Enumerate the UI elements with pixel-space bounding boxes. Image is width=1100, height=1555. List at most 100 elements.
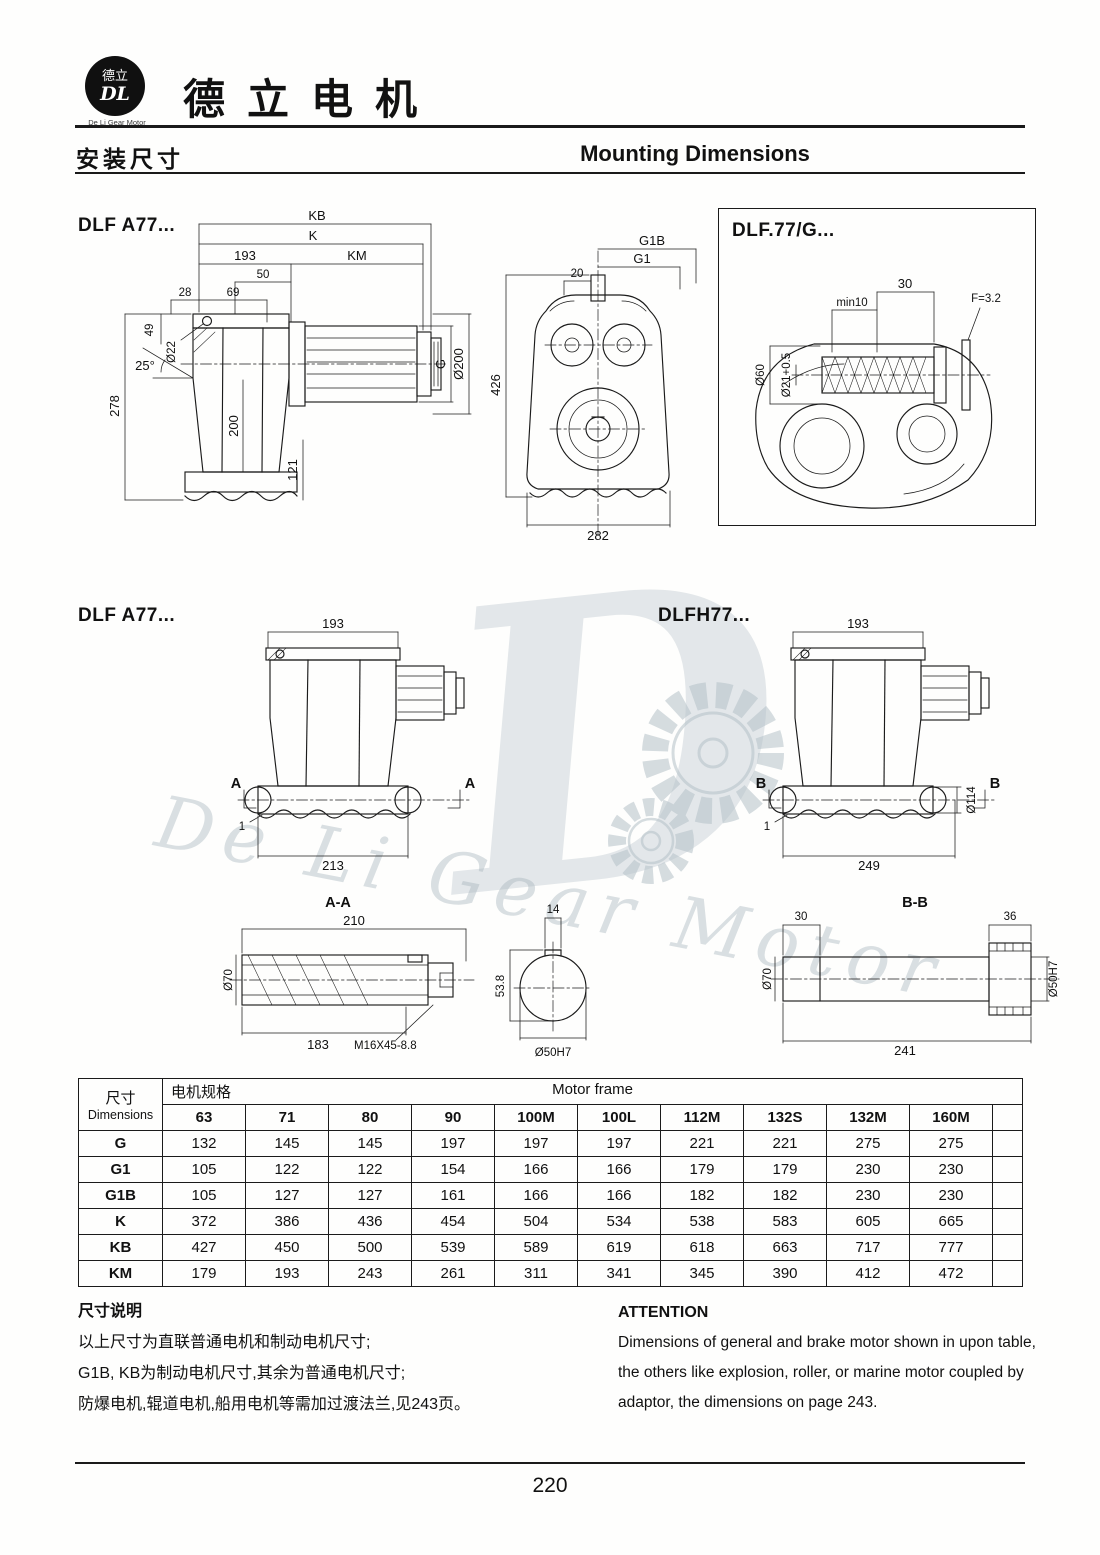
dim-value-cell: 412 [826,1260,910,1287]
motor-frame-col-90: 90 [411,1104,495,1131]
drawing-label-dlfh77: DLFH77... [658,605,751,626]
motor-frame-col-71: 71 [245,1104,329,1131]
dim-angle-25: 25° [135,358,155,373]
dim-km: KM [347,248,367,263]
drawing-section-aa-bore: 14 53.8 Ø50H7 [495,904,593,1059]
drawing-dlfh77-view: 193 B B Ø114 1 249 [756,616,1000,873]
dim-value-cell: 166 [494,1156,578,1183]
svg-text:德立: 德立 [102,68,128,83]
section-title-aa: A-A [325,895,351,911]
drawing-front-view: G1B G1 20 426 282 [488,233,697,543]
drawing-section-aa-shaft: A-A 210 Ø70 18 [223,895,475,1052]
dim-value-cell: 182 [660,1182,744,1209]
dim-f32: F=3.2 [971,293,1001,305]
dim-value-cell: 166 [577,1182,661,1209]
corner-label-zh: 尺寸 [105,1090,136,1107]
dim-value-cell: 197 [494,1130,578,1157]
dim-value-cell: 472 [909,1260,993,1287]
dim-value-cell: 166 [577,1156,661,1183]
section-marker-a-left: A [231,776,242,792]
dim-value-cell: 122 [328,1156,412,1183]
dim-value-cell: 230 [909,1156,993,1183]
dim-value-cell: 145 [328,1130,412,1157]
dim-k: K [309,228,318,243]
dim-dia200: Ø200 [451,348,466,380]
empty-cell [991,1208,1024,1235]
dim-213: 213 [322,858,344,873]
dimensions [774,924,1050,1044]
dim-241: 241 [894,1043,916,1058]
geometry [513,941,593,1033]
drawing-dlfa77-side-view: KB K 193 KM 50 28 69 25° 49 Ø22 278 200 … [107,208,472,502]
empty-cell [991,1260,1024,1287]
dim-value-cell: 145 [245,1130,329,1157]
motor-frame-col-132M: 132M [826,1104,910,1131]
dim-193: 193 [234,248,256,263]
dim-g1b: G1B [639,233,665,248]
page-title-zh: 安装尺寸 [76,146,184,172]
dim-value-cell: 777 [909,1234,993,1261]
dim-dia114: Ø114 [966,786,978,814]
dim-row-label: K [78,1208,163,1235]
empty-col-head [991,1104,1024,1131]
dim-min10: min10 [836,297,867,309]
dim-value-cell: 341 [577,1260,661,1287]
dimensions [509,917,587,1041]
dim-dia21: Ø21+0.5 [781,353,793,397]
title-rule [75,172,1025,174]
notes-zh-title: 尺寸说明 [78,1303,143,1320]
brand-title: 德立电机 [183,75,440,124]
svg-text:De Li Gear Motor: De Li Gear Motor [88,118,146,127]
dim-value-cell: 193 [245,1260,329,1287]
dim-value-cell: 605 [826,1208,910,1235]
table-corner-cell: 尺寸 Dimensions [78,1078,163,1131]
dim-value-cell: 390 [743,1260,827,1287]
geometry [229,954,475,1006]
dim-value-cell: 436 [328,1208,412,1235]
dim-36: 36 [1004,911,1017,923]
motor-frame-en: Motor frame [552,1081,633,1098]
dim-value-cell: 197 [577,1130,661,1157]
drawing-dlfa77-mid-view: 193 A A 1 213 [231,616,476,873]
dim-dia50h7: Ø50H7 [1048,961,1060,997]
dim-row-label: KM [78,1260,163,1287]
notes-chinese: 尺寸说明 以上尺寸为直联普通电机和制动电机尺寸; G1B, KB为制动电机尺寸,… [78,1296,578,1420]
dim-value-cell: 311 [494,1260,578,1287]
section-marker-b-right: B [990,776,1000,792]
notes-en-title: ATTENTION [618,1304,709,1321]
dim-121: 121 [285,459,300,481]
dim-30: 30 [795,911,808,923]
dim-value-cell: 275 [909,1130,993,1157]
footer-rule [75,1462,1025,1464]
dim-426: 426 [488,374,503,396]
notes-en-line: the others like explosion, roller, or ma… [618,1364,1024,1381]
dimensions [769,291,981,405]
dim-value-cell: 663 [743,1234,827,1261]
dim-g: G [433,359,448,369]
motor-frame-header: 电机规格 Motor frame [161,1078,1024,1105]
notes-en-line: adaptor, the dimensions on page 243. [618,1394,878,1411]
motor-frame-col-63: 63 [162,1104,246,1131]
dim-thread-m16: M16X45-8.8 [354,1040,417,1052]
dim-dia60: Ø60 [755,364,767,386]
motor-frame-col-132S: 132S [743,1104,827,1131]
dim-value-cell: 243 [328,1260,412,1287]
dim-value-cell: 127 [245,1182,329,1209]
dim-dia50h7: Ø50H7 [535,1047,571,1059]
dim-value-cell: 105 [162,1156,246,1183]
dim-value-cell: 261 [411,1260,495,1287]
page-number: 220 [532,1474,568,1497]
dim-value-cell: 154 [411,1156,495,1183]
dimensions [235,928,467,1041]
dim-value-cell: 583 [743,1208,827,1235]
dim-dia70: Ø70 [223,969,235,991]
dim-value-cell: 230 [909,1182,993,1209]
section-marker-a-right: A [465,776,476,792]
dim-20: 20 [571,268,584,280]
dim-value-cell: 345 [660,1260,744,1287]
